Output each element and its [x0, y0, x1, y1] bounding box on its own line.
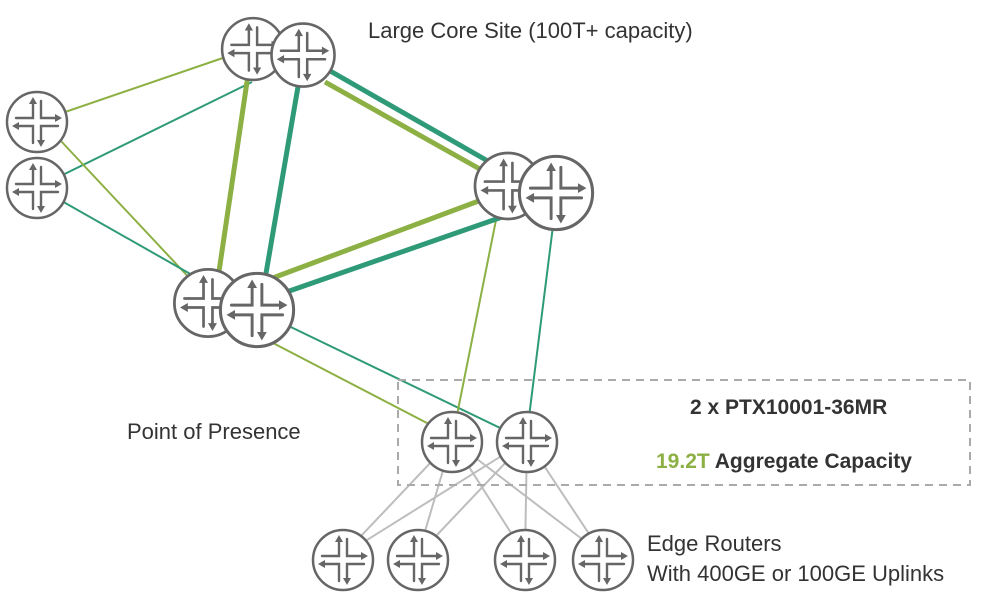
capacity-value: 19.2T — [656, 450, 710, 473]
router-icon — [270, 22, 336, 88]
core-site-label: Large Core Site (100T+ capacity) — [368, 18, 693, 43]
pop-capacity-label: 19.2T Aggregate Capacity — [656, 450, 912, 474]
router-icon — [420, 410, 484, 474]
edge-routers — [311, 528, 635, 592]
router-icon — [5, 90, 69, 154]
router-icon — [571, 528, 635, 592]
router-icon — [311, 528, 375, 592]
mid-core-routers — [172, 267, 296, 349]
router-icon — [495, 410, 559, 474]
edge-routers-label: Edge Routers — [647, 531, 782, 556]
pop-label: Point of Presence — [127, 419, 301, 444]
capacity-text: Aggregate Capacity — [709, 450, 912, 473]
router-icon — [493, 528, 557, 592]
router-icon — [5, 156, 69, 220]
router-icon — [517, 154, 595, 232]
core-site-routers — [220, 16, 336, 88]
router-icon — [386, 528, 450, 592]
core-links — [214, 61, 529, 299]
router-icon — [218, 271, 296, 349]
edge-uplinks-label: With 400GE or 100GE Uplinks — [647, 561, 945, 586]
left-routers — [5, 90, 69, 220]
thin-links — [35, 47, 556, 441]
pop-box — [397, 379, 971, 486]
pop-model-label: 2 x PTX10001-36MR — [690, 396, 888, 419]
